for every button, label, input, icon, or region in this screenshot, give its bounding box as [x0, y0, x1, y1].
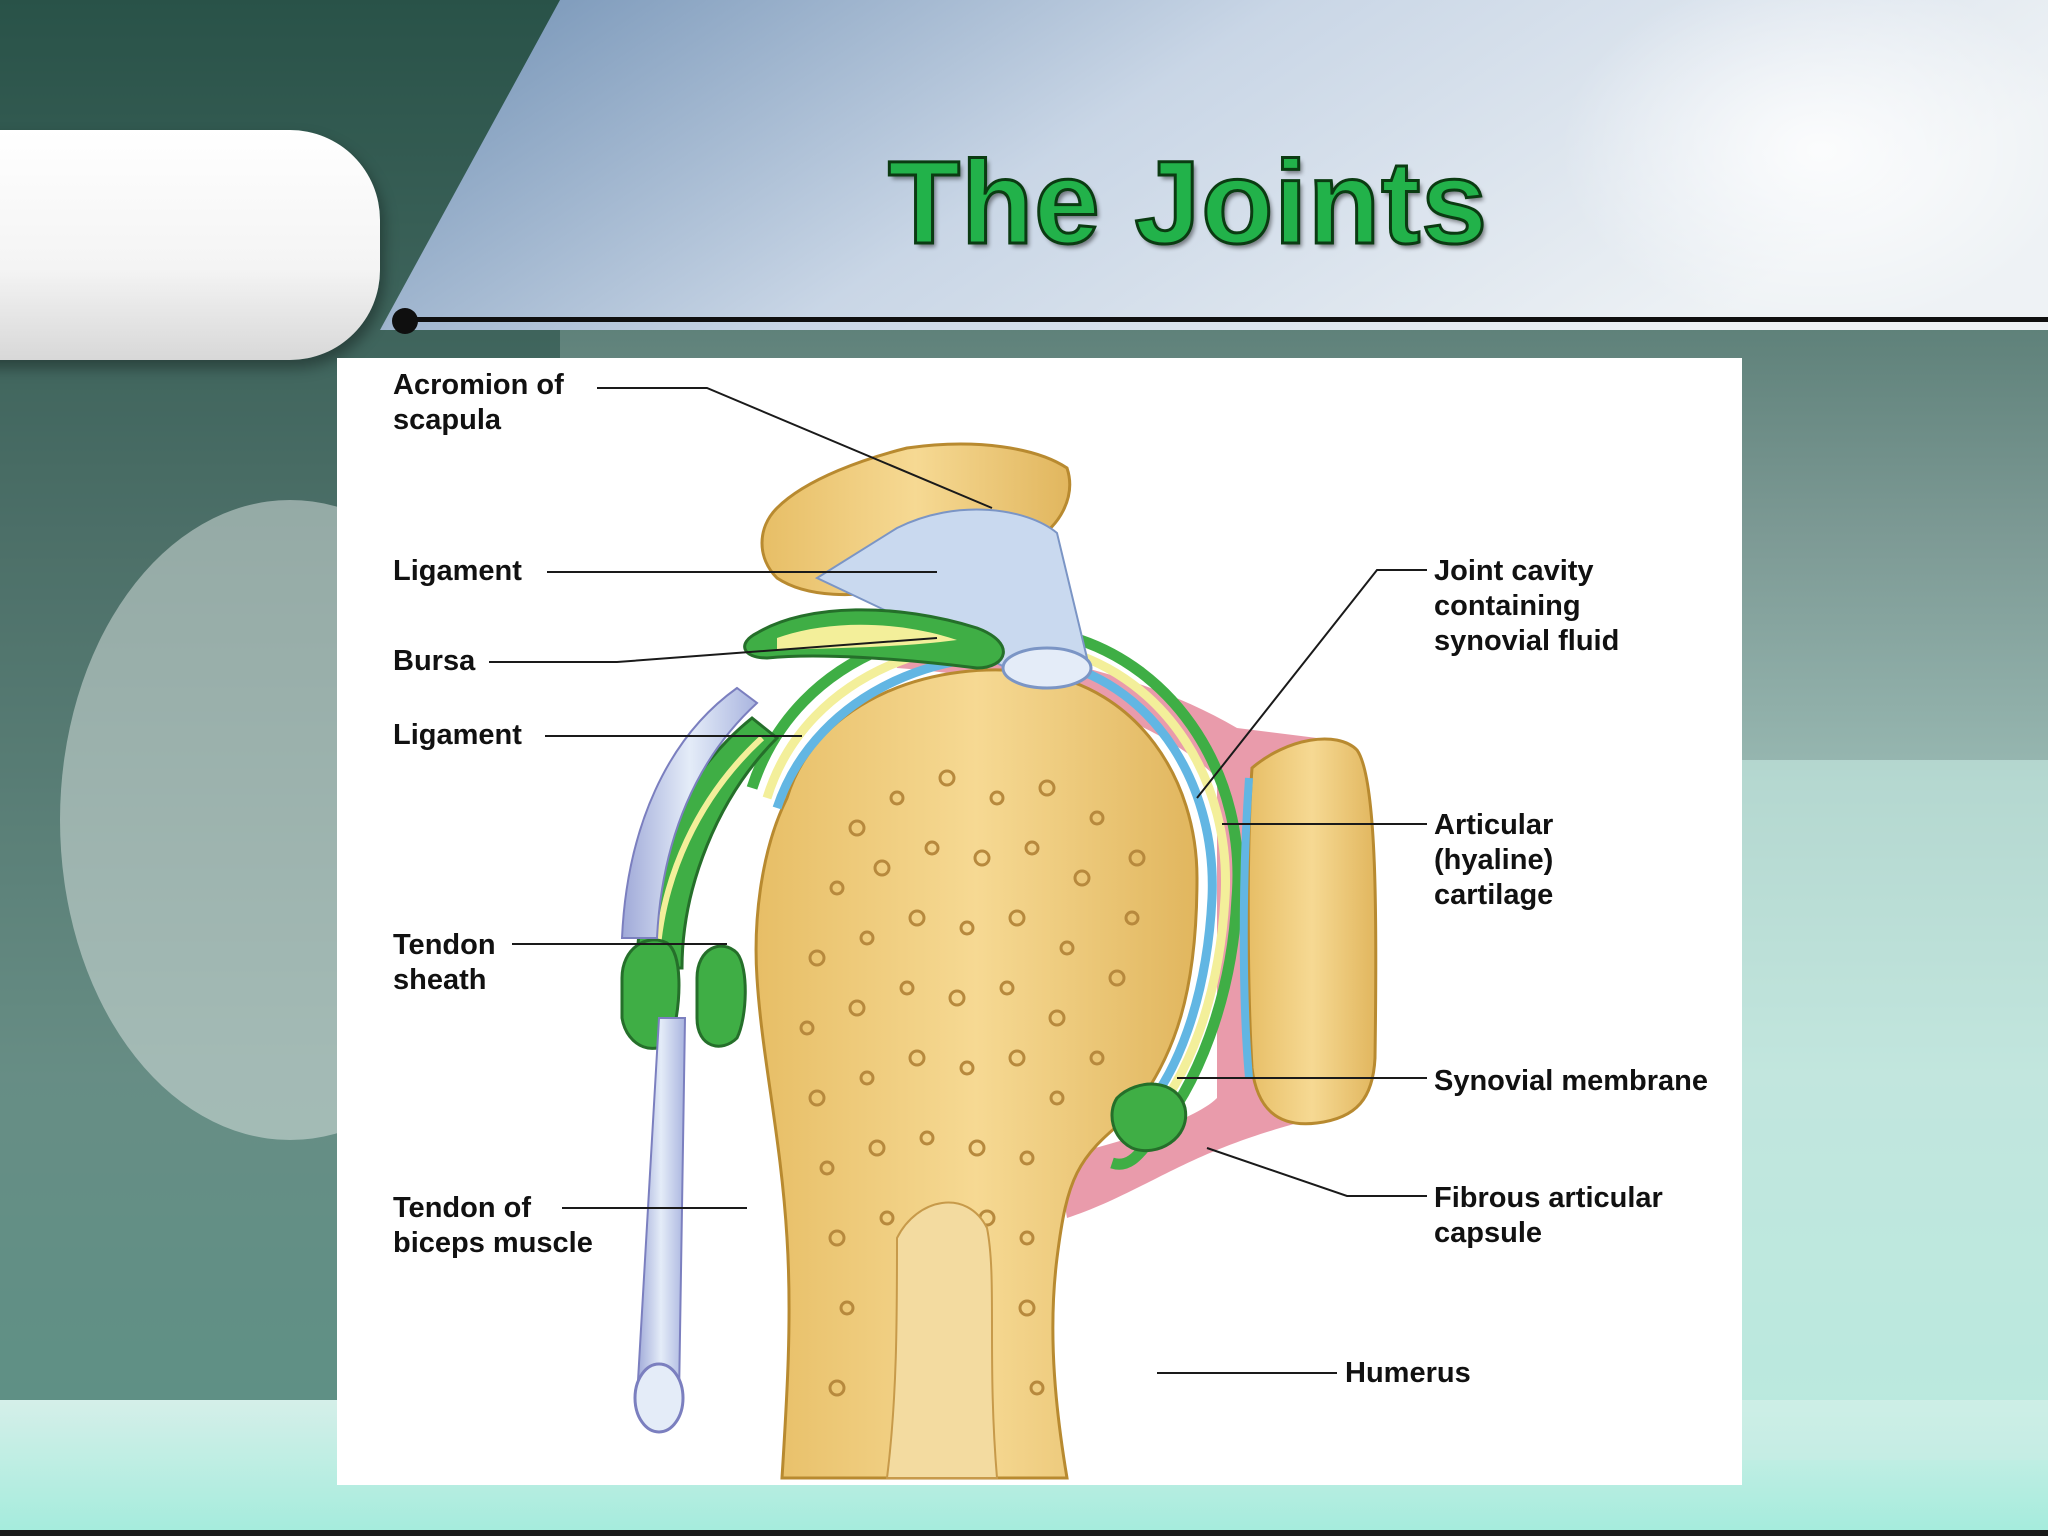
tendon-sheath-inner: [654, 735, 765, 959]
shoulder-joint-figure: Acromion of scapula Ligament Bursa Ligam…: [337, 358, 1742, 1485]
label-tendon-biceps: Tendon of biceps muscle: [393, 1192, 593, 1259]
biceps-tendon-upper: [620, 686, 759, 939]
bottom-border: [0, 1530, 2048, 1536]
label-articular-cartilage: Articular (hyaline) cartilage: [1434, 809, 1554, 911]
title-divider: [398, 317, 2048, 322]
tendon-sheath-ring: [620, 938, 747, 1050]
leader-lines: [489, 387, 1427, 1374]
label-ligament-mid: Ligament: [393, 719, 522, 751]
label-humerus: Humerus: [1345, 1357, 1471, 1389]
glenoid-scapula: [1246, 737, 1378, 1126]
bursa-fluid: [777, 624, 957, 650]
label-acromion: Acromion of scapula: [393, 369, 564, 436]
shoulder-joint-illustration: [489, 387, 1427, 1480]
decorative-tab: [0, 130, 380, 360]
label-tendon-sheath: Tendon sheath: [393, 929, 496, 996]
synovial-fluid-layer: [762, 637, 1231, 1130]
label-synovial-membrane: Synovial membrane: [1434, 1065, 1708, 1097]
label-joint-cavity: Joint cavity containing synovial fluid: [1434, 555, 1620, 657]
spongy-bone-pattern: [799, 769, 1146, 1397]
synovial-membrane-fold: [1110, 1082, 1188, 1153]
label-bursa: Bursa: [393, 645, 476, 677]
label-ligament-top: Ligament: [393, 555, 522, 587]
articular-cartilage: [772, 652, 1217, 1122]
label-fibrous-capsule: Fibrous articular capsule: [1434, 1182, 1663, 1249]
fibrous-capsule: [877, 628, 1317, 1218]
title-divider-dot: [392, 308, 418, 334]
medullary-cavity: [885, 1201, 999, 1479]
biceps-tendon-cut-end: [633, 1362, 685, 1434]
glenoid-cartilage: [1239, 777, 1253, 1079]
ligament-cut-end: [1001, 646, 1093, 690]
slide-title: The Joints: [887, 137, 1489, 270]
